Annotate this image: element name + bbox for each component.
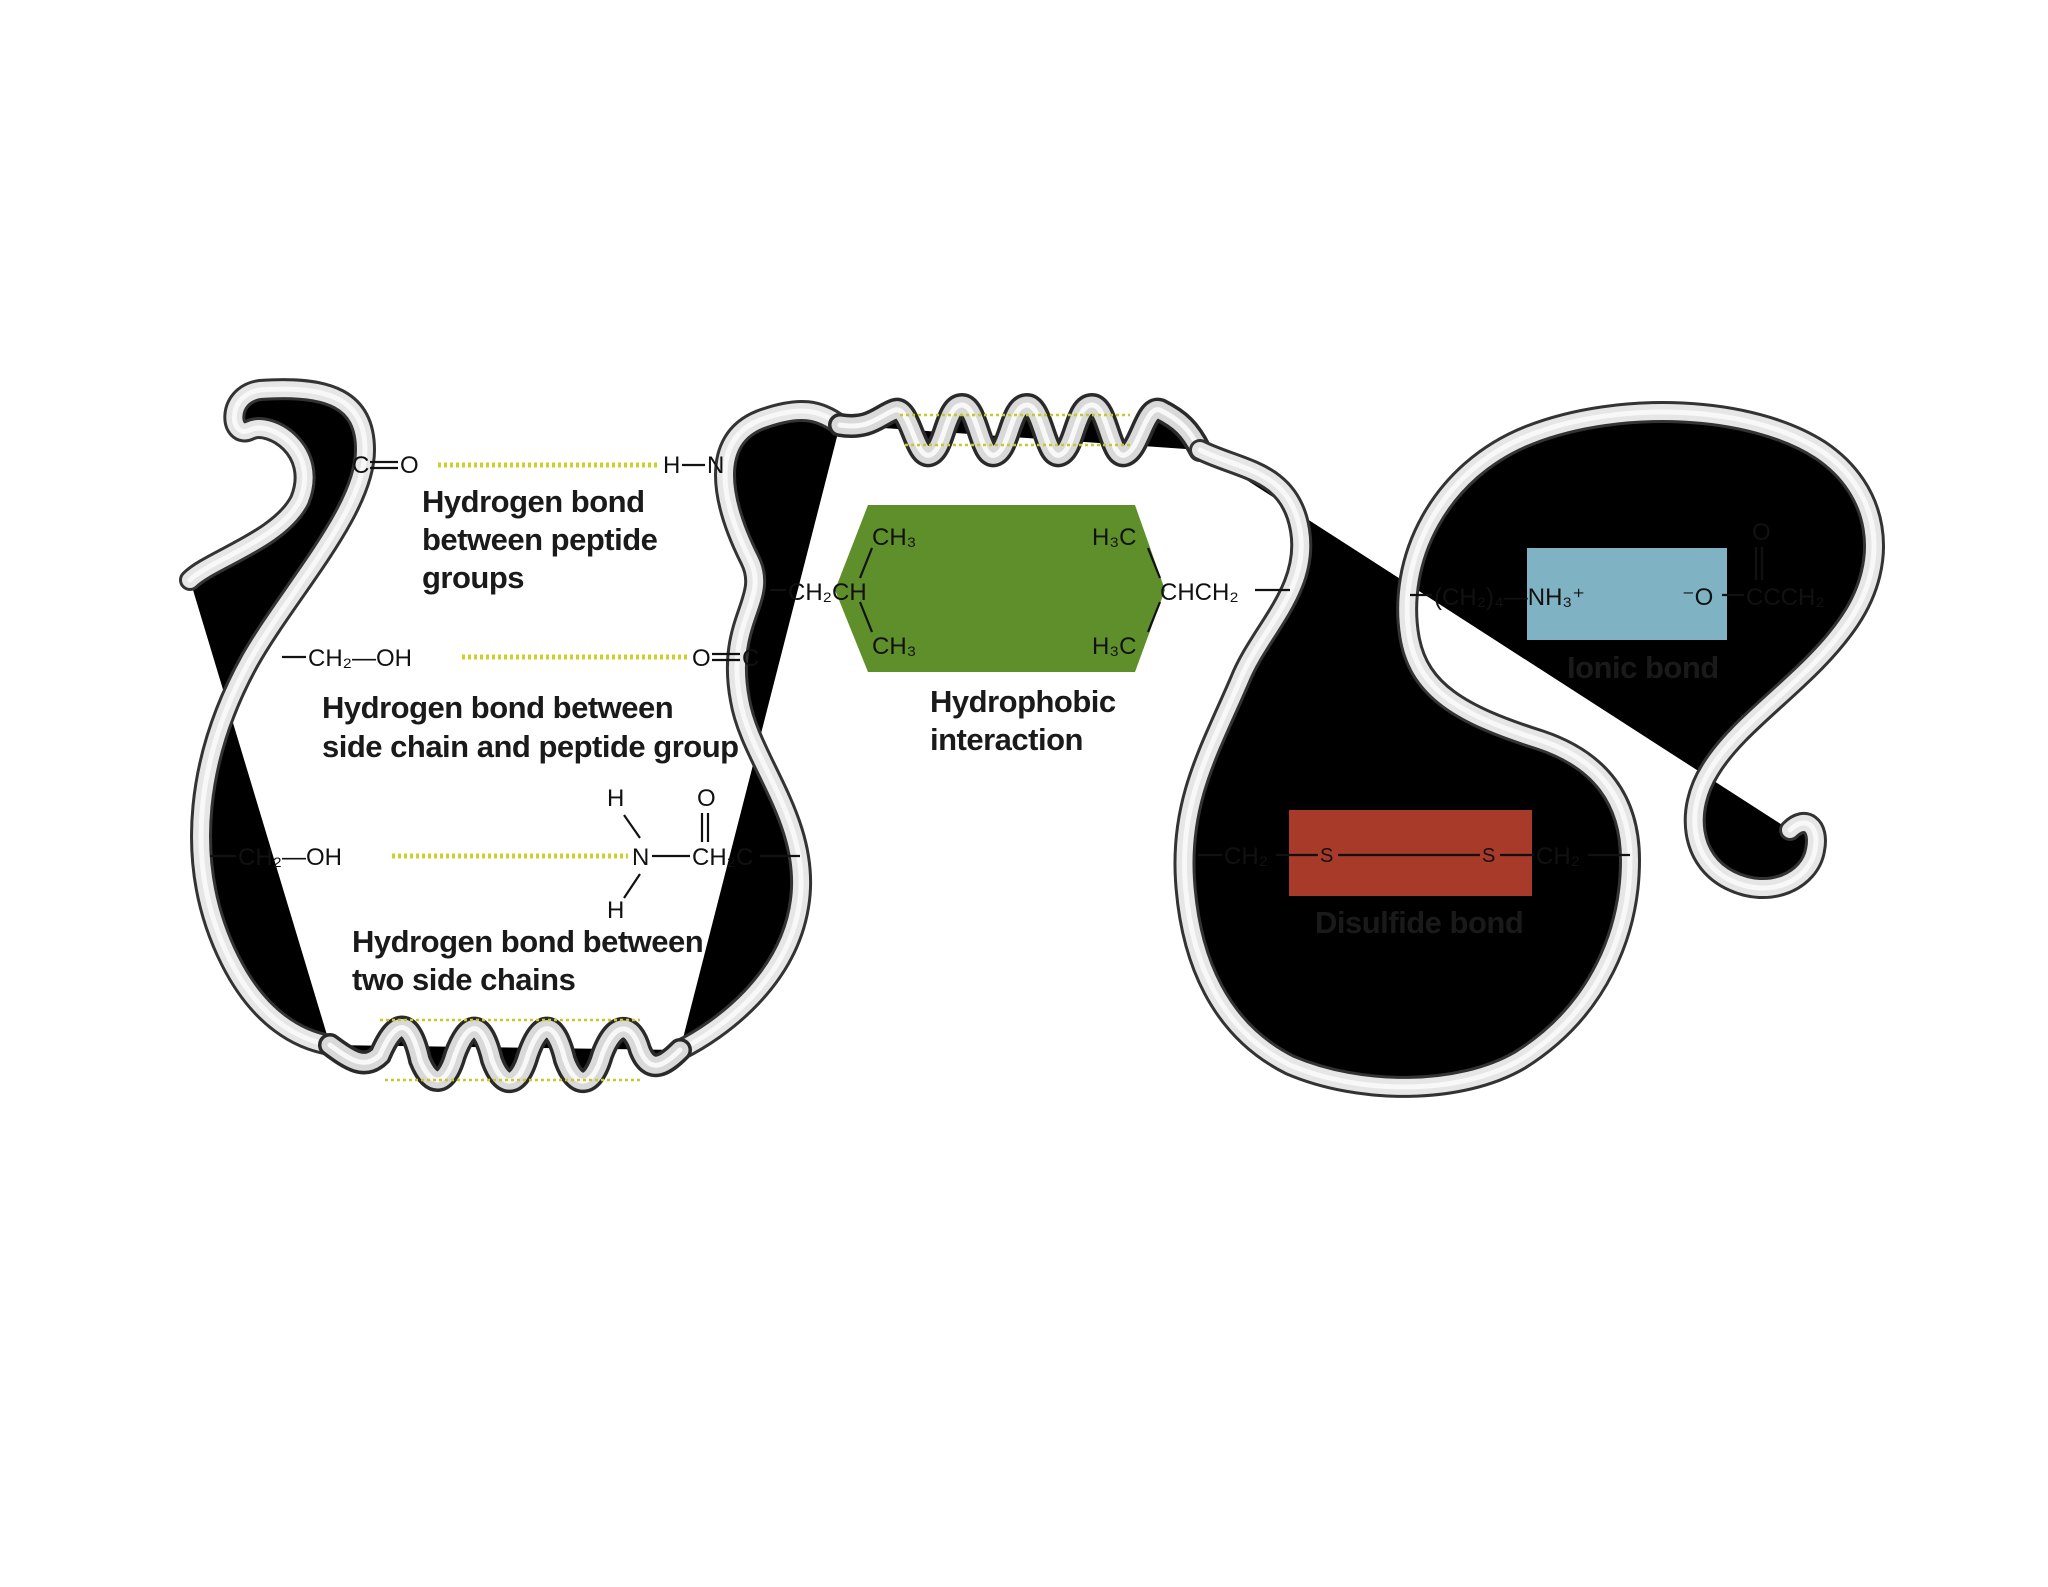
ionic-bond-label: Ionic bond — [1567, 650, 1719, 685]
left-loop-ribbon — [190, 389, 365, 1045]
hydrogen-label: H — [607, 785, 624, 812]
ch2c-label: CH₂C — [692, 844, 753, 871]
ch2-4-nh3-label: (CH₂)₄—NH₃⁺ — [1434, 584, 1585, 611]
disulfide-box — [1289, 810, 1532, 896]
sulfur-left-label: S — [1320, 845, 1333, 867]
chch2-label: CHCH₂ — [1160, 579, 1239, 606]
h3c-bottom-right: H₃C — [1092, 633, 1136, 660]
helix-hydrogen-bonds — [380, 1018, 640, 1082]
ch2-oh-label: CH₂—OH — [238, 844, 342, 871]
middle-ribbon — [1184, 412, 1874, 1087]
oxygen-label: O — [400, 452, 419, 479]
ch2ch-label: CH₂CH — [788, 579, 867, 606]
ionic-box — [1527, 548, 1727, 640]
hydrophobic-label-line2: interaction — [930, 722, 1083, 757]
hb-peptide-label-line2: between peptide — [422, 522, 658, 557]
sulfur-right-label: S — [1482, 845, 1495, 867]
ch3-top-left: CH₃ — [872, 524, 916, 551]
o-minus-label: ⁻O — [1682, 584, 1713, 611]
hb-peptide-label-line1: Hydrogen bond — [422, 484, 645, 519]
top-alpha-helix — [840, 405, 1200, 455]
bottom-alpha-helix — [330, 1020, 680, 1081]
hb-peptide-label-line3: groups — [422, 560, 524, 595]
hydrophobic-box — [835, 505, 1165, 672]
helix-hydrogen-bonds — [900, 413, 1130, 447]
carbon-label: C — [742, 645, 759, 672]
hb-side-side-label-line2: two side chains — [352, 962, 575, 997]
ch3-bottom-left: CH₃ — [872, 633, 916, 660]
hb-peptide-groups: C O H N Hydrogen bond between peptide gr… — [352, 452, 724, 595]
carbonyl-oxygen-label: O — [1752, 519, 1771, 546]
hb-two-side-chains: CH₂—OH H N H CH₂C O Hydrogen bond betwee… — [210, 785, 800, 997]
oxygen-label: O — [692, 645, 711, 672]
hydrophobic-interaction: CH₂CH CH₃ CH₃ H₃C H₃C CHCH₂ Hydrophobic … — [770, 505, 1290, 757]
oxygen-label: O — [697, 785, 716, 812]
hydrophobic-label-line1: Hydrophobic — [930, 684, 1116, 719]
hb-side-peptide-label-line1: Hydrogen bond between — [322, 690, 673, 725]
hydrogen-label: H — [663, 452, 680, 479]
ch2-right-label: CH₂ — [1536, 843, 1580, 870]
hb-side-peptide-label-line2: side chain and peptide group — [322, 729, 739, 764]
h3c-top-right: H₃C — [1092, 524, 1136, 551]
ch2-oh-label: CH₂—OH — [308, 645, 412, 672]
hb-side-chain-peptide: CH₂—OH O C Hydrogen bond between side ch… — [282, 645, 759, 764]
nitrogen-label: N — [632, 844, 649, 871]
hb-side-side-label-line1: Hydrogen bond between — [352, 924, 703, 959]
ccch2-label: CCCH₂ — [1746, 584, 1825, 611]
left-loop-right-strand — [680, 411, 840, 1050]
disulfide-bond: CH₂ S S CH₂ Disulfide bond — [1198, 810, 1630, 940]
carbon-label: C — [352, 452, 369, 479]
disulfide-bond-label: Disulfide bond — [1315, 905, 1523, 940]
ch2-left-label: CH₂ — [1224, 843, 1268, 870]
hydrogen-label: H — [607, 897, 624, 924]
nitrogen-label: N — [707, 452, 724, 479]
ionic-bond: (CH₂)₄—NH₃⁺ ⁻O CCCH₂ O Ionic bond — [1410, 519, 1825, 685]
